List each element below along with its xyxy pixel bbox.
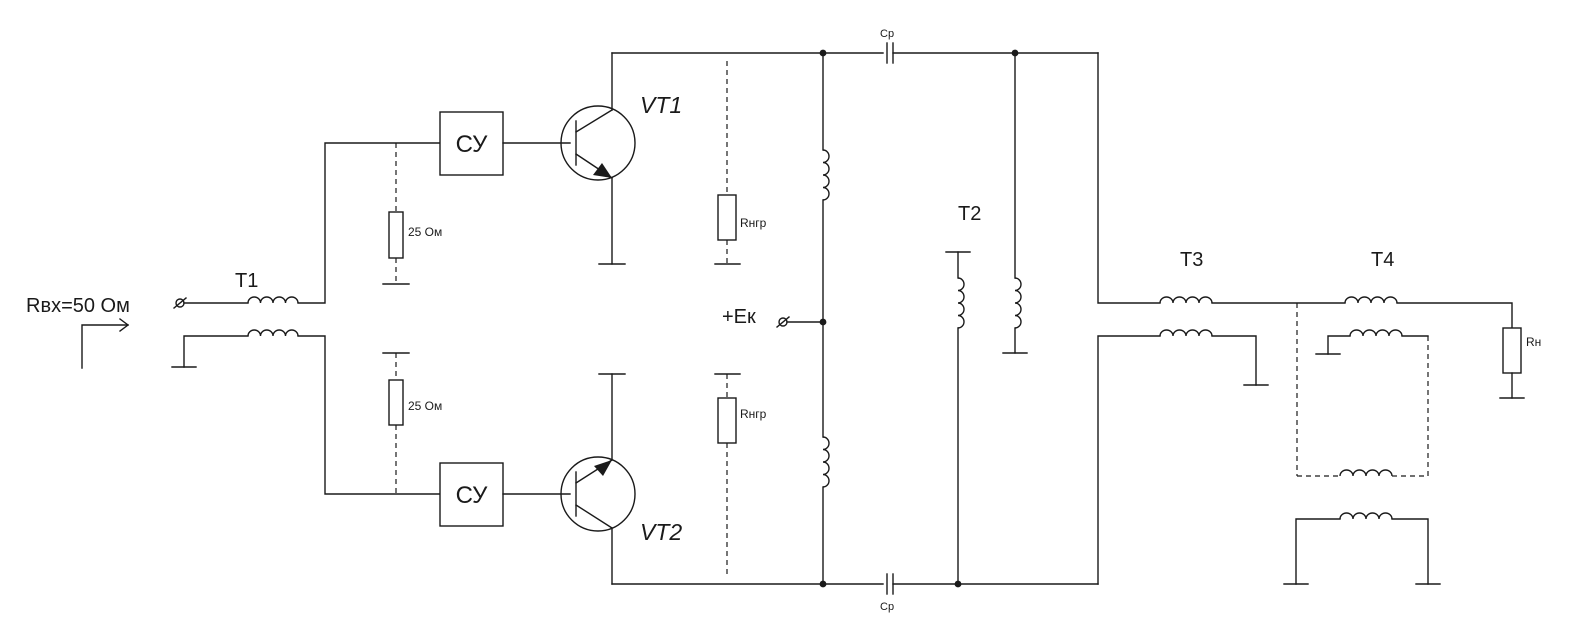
t1-label: T1 (235, 270, 258, 292)
transformer-t1 (247, 296, 299, 337)
vt2-label: VT2 (640, 519, 682, 545)
transformer-t4 (1283, 296, 1441, 585)
t1-secondary-coil (247, 329, 299, 337)
resistor-rngr-bottom (714, 373, 741, 578)
t3-label: T3 (1180, 249, 1203, 271)
t1-top-wire (297, 142, 441, 304)
right-rail-top (1097, 52, 1161, 304)
transistor-vt2 (560, 373, 636, 585)
junction-t2-top (1011, 49, 1019, 57)
resistor-rngr-top (714, 61, 741, 265)
input-arrow (81, 318, 130, 369)
rngr-top-label: Rнгр (740, 216, 767, 230)
transformer-t3 (1159, 296, 1269, 386)
su-block-bottom-label: СУ (456, 482, 489, 509)
transistor-vt1 (560, 52, 636, 265)
rngr-bottom-label: Rнгр (740, 407, 767, 421)
t4-alt-coil-bottom (1339, 512, 1393, 520)
ground-input (171, 335, 249, 368)
right-rail-bottom (1097, 335, 1161, 585)
cp-bottom-label: Cp (880, 601, 894, 613)
vt1-label: VT1 (640, 92, 682, 118)
resistor-25-bottom-label: 25 Ом (408, 399, 442, 413)
t2-left-coil (957, 277, 965, 329)
t1-primary-coil (247, 296, 299, 304)
load-resistor-rn (1396, 302, 1525, 399)
supply-terminal (776, 316, 824, 328)
t1-bottom-wire (297, 335, 441, 495)
su-block-top (439, 111, 504, 176)
cp-top-label: Cp (880, 28, 894, 40)
junction-bottom (819, 580, 827, 588)
resistor-25-bottom (382, 352, 410, 494)
supply-label: +Eк (722, 306, 756, 328)
load-resistor-label: Rн (1526, 335, 1541, 349)
capacitor-cp-bottom (886, 573, 1099, 595)
choke-coil-top (822, 149, 830, 201)
su-block-top-label: СУ (456, 131, 489, 158)
capacitor-cp-top (886, 42, 1099, 64)
choke-coil-bottom (822, 436, 830, 488)
t3-secondary-coil (1159, 329, 1213, 337)
t4-alt-coil-top (1339, 469, 1393, 477)
t2-right-coil (1014, 277, 1022, 329)
t2-label: T2 (958, 203, 981, 225)
input-resistance-label: Rвх=50 Ом (26, 295, 130, 317)
resistor-25-top (382, 143, 410, 285)
supply-choke (822, 52, 830, 585)
transformer-t2 (945, 52, 1028, 585)
junction-top (819, 49, 827, 57)
t4-primary-coil (1344, 296, 1398, 304)
t3-primary-coil (1159, 296, 1213, 304)
t4-secondary-coil (1349, 329, 1403, 337)
resistor-25-top-label: 25 Ом (408, 225, 442, 239)
t4-label: T4 (1371, 249, 1394, 271)
junction-t2-bottom (954, 580, 962, 588)
